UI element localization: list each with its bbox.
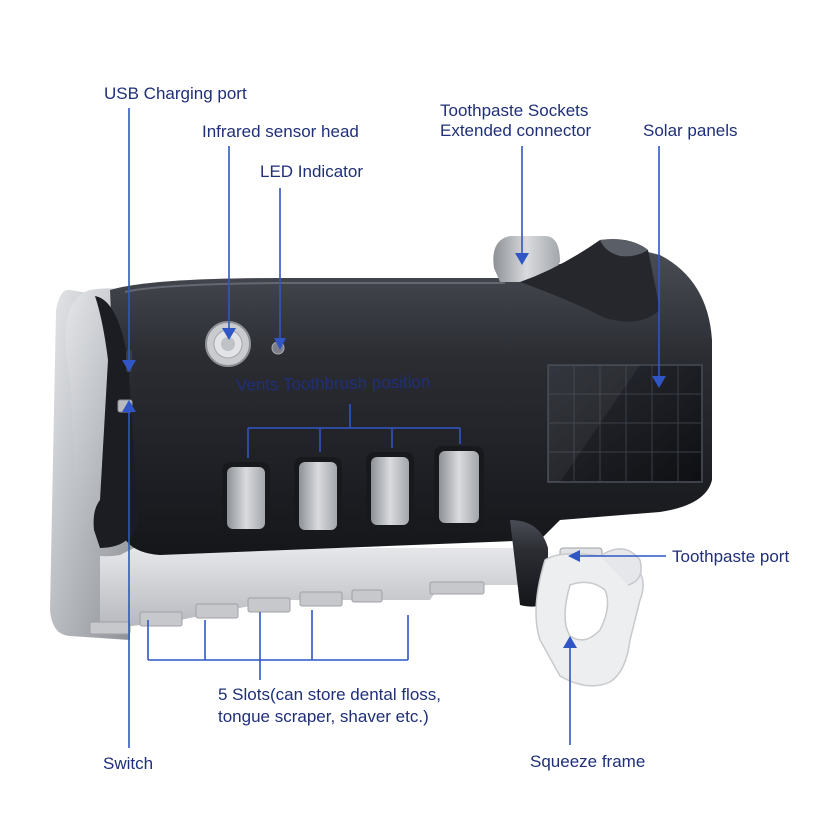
label-five-slots-line1: 5 Slots(can store dental floss,	[218, 685, 442, 704]
toothpaste-socket	[493, 236, 560, 282]
solar-panel	[547, 364, 703, 483]
label-toothpaste-sockets-line2: Extended connector	[440, 121, 592, 140]
label-infrared-sensor-head: Infrared sensor head	[202, 122, 359, 141]
toothbrush-holders	[222, 446, 484, 535]
pointer-lines	[128, 108, 666, 748]
label-switch: Switch	[103, 754, 154, 773]
socket-funnel	[520, 239, 660, 322]
slot-tabs	[89, 581, 485, 635]
label-five-slots: 5 Slots(can store dental floss, tongue s…	[218, 684, 441, 728]
squeeze-frame	[535, 553, 644, 687]
label-led-indicator: LED Indicator	[260, 162, 363, 181]
label-squeeze-frame: Squeeze frame	[530, 752, 646, 771]
label-toothpaste-port: Toothpaste port	[672, 547, 790, 566]
infrared-sensor	[205, 321, 251, 367]
pointer-arrowheads	[122, 253, 666, 648]
label-vents-toothbrush-position: Vents Toothbrush position	[235, 372, 431, 395]
label-solar-panels: Solar panels	[643, 121, 738, 140]
label-usb-charging-port: USB Charging port	[104, 84, 247, 103]
label-toothpaste-sockets: Toothpaste Sockets Extended connector	[440, 101, 591, 141]
label-toothpaste-sockets-line1: Toothpaste Sockets	[440, 101, 589, 120]
label-five-slots-line2: tongue scraper, shaver etc.)	[218, 707, 429, 726]
